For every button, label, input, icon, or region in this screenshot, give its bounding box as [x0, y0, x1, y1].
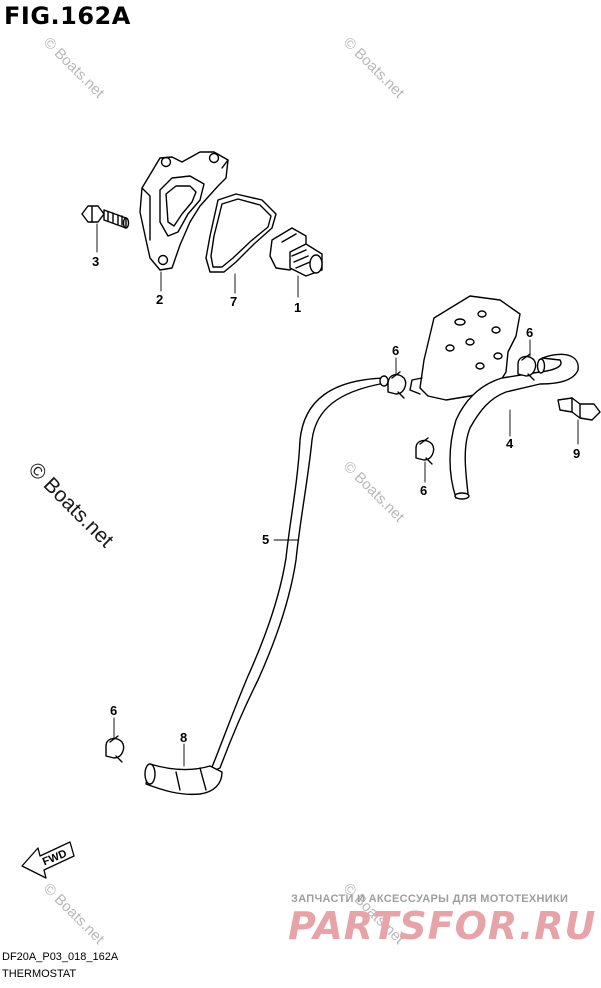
- callout-6b: 6: [526, 325, 534, 340]
- long-hose-part: [209, 375, 389, 773]
- bolt-part: [81, 205, 130, 229]
- callout-5: 5: [262, 532, 270, 547]
- thermostat-part: [269, 227, 323, 277]
- callout-3: 3: [92, 254, 100, 269]
- callout-8: 8: [180, 730, 188, 745]
- clamp-part: [557, 397, 601, 421]
- clip-6c: [415, 437, 435, 465]
- hose-part: [449, 353, 579, 500]
- callout-6c: 6: [420, 483, 428, 498]
- gasket-part: [205, 193, 277, 273]
- diagram-name: THERMOSTAT: [2, 968, 77, 980]
- site-logo: PARTSFOR.RU: [288, 904, 597, 948]
- diagram-code: DF20A_P03_018_162A: [2, 951, 119, 963]
- callout-4: 4: [506, 436, 514, 451]
- clip-6d: [105, 735, 125, 763]
- callout-2: 2: [156, 292, 164, 307]
- callout-6a: 6: [392, 343, 400, 358]
- callout-9: 9: [573, 446, 581, 461]
- clip-6a: [387, 371, 407, 399]
- figure-title: FIG.162A: [4, 2, 131, 30]
- callout-1: 1: [294, 300, 302, 315]
- callout-7: 7: [230, 294, 238, 309]
- hose-elbow-part: [144, 763, 223, 796]
- fwd-arrow-icon: FWD: [21, 841, 75, 879]
- clip-6b: [517, 353, 537, 381]
- site-tagline: ЗАПЧАСТИ И АКСЕССУАРЫ ДЛЯ МОТОТЕХНИКИ: [291, 893, 569, 905]
- callout-6d: 6: [110, 703, 118, 718]
- engine-bracket: [409, 295, 521, 401]
- thermostat-cover-part: [139, 151, 229, 271]
